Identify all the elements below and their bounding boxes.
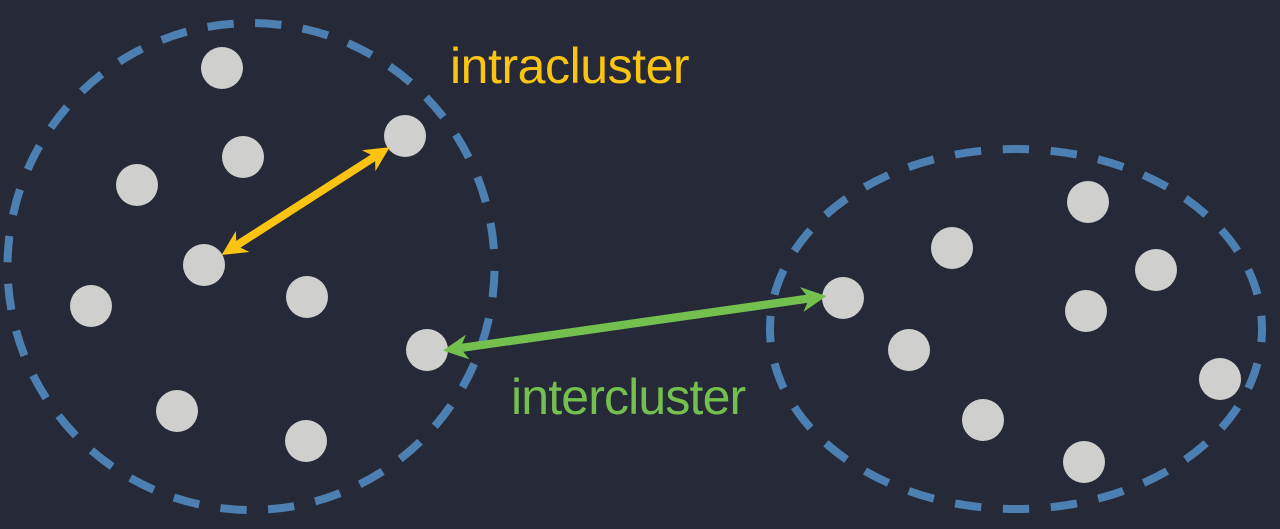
svg-text:intercluster: intercluster: [511, 369, 746, 425]
svg-text:intracluster: intracluster: [450, 38, 689, 94]
